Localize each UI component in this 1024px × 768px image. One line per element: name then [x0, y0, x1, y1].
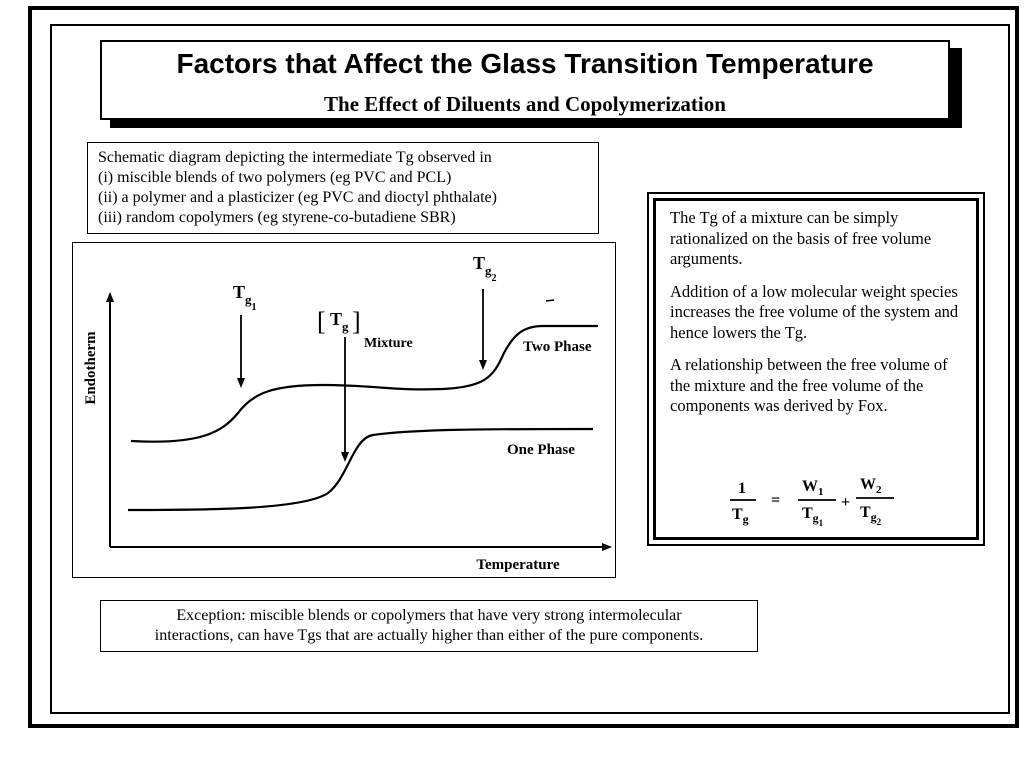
eq-lhs-denominator: Tg	[732, 506, 749, 526]
info-panel: The Tg of a mixture can be simply ration…	[653, 198, 979, 540]
two-phase-curve	[130, 324, 598, 443]
one-phase-curve	[127, 427, 594, 512]
info-paragraph-1: The Tg of a mixture can be simply ration…	[670, 208, 932, 268]
title-box: Factors that Affect the Glass Transition…	[100, 40, 950, 120]
exception-box: Exception: miscible blends or copolymers…	[100, 600, 758, 652]
eq-plus: +	[841, 494, 850, 511]
description-box: Schematic diagram depicting the intermed…	[87, 142, 599, 234]
fox-equation: 1 Tg = W1 Tg1 + W2 Tg2	[730, 476, 894, 528]
two-phase-label: Two Phase	[523, 339, 592, 355]
stray-mark	[545, 299, 555, 302]
bracket-left: [	[317, 307, 326, 336]
one-phase-label: One Phase	[507, 442, 575, 458]
page-subtitle: The Effect of Diluents and Copolymerizat…	[324, 92, 726, 116]
description-line: Schematic diagram depicting the intermed…	[98, 149, 492, 166]
description-line: (ii) a polymer and a plasticizer (eg PVC…	[98, 189, 497, 206]
tg2-label: Tg2	[473, 253, 497, 284]
tg2-marker: Tg2	[473, 253, 497, 370]
tg1-marker: Tg1	[233, 282, 257, 388]
eq-term2-numerator: W2	[860, 476, 882, 496]
eq-term1-numerator: W1	[802, 478, 824, 498]
exception-line-2: interactions, can have Tgs that are actu…	[154, 627, 704, 644]
tg-mixture-symbol: Tg	[330, 309, 349, 334]
eq-term1-denominator: Tg1	[802, 505, 824, 528]
exception-line-1: Exception: miscible blends or copolymers…	[176, 607, 682, 624]
eq-term2-denominator: Tg2	[860, 504, 882, 527]
inner-border	[50, 24, 1010, 714]
tg1-label: Tg1	[233, 282, 257, 313]
info-paragraph-3: A relationship between the free volume o…	[670, 355, 948, 415]
diagram-canvas: Endotherm Temperature Two Phase One Phas…	[83, 253, 612, 573]
tg-mixture-marker: [ Tg ] Mixture	[317, 307, 413, 462]
x-axis-label: Temperature	[476, 557, 560, 573]
eq-lhs-numerator: 1	[738, 480, 746, 497]
description-line: (i) miscible blends of two polymers (eg …	[98, 169, 452, 186]
info-paragraph-2: Addition of a low molecular weight speci…	[670, 281, 959, 342]
bracket-right: ]	[352, 307, 361, 336]
eq-equals: =	[771, 492, 780, 509]
tg-mixture-label: Mixture	[364, 336, 413, 351]
y-axis-label: Endotherm	[83, 331, 99, 405]
page-title: Factors that Affect the Glass Transition…	[176, 48, 874, 79]
description-line: (iii) random copolymers (eg styrene-co-b…	[98, 209, 456, 226]
schematic-diagram: Endotherm Temperature Two Phase One Phas…	[72, 242, 616, 578]
